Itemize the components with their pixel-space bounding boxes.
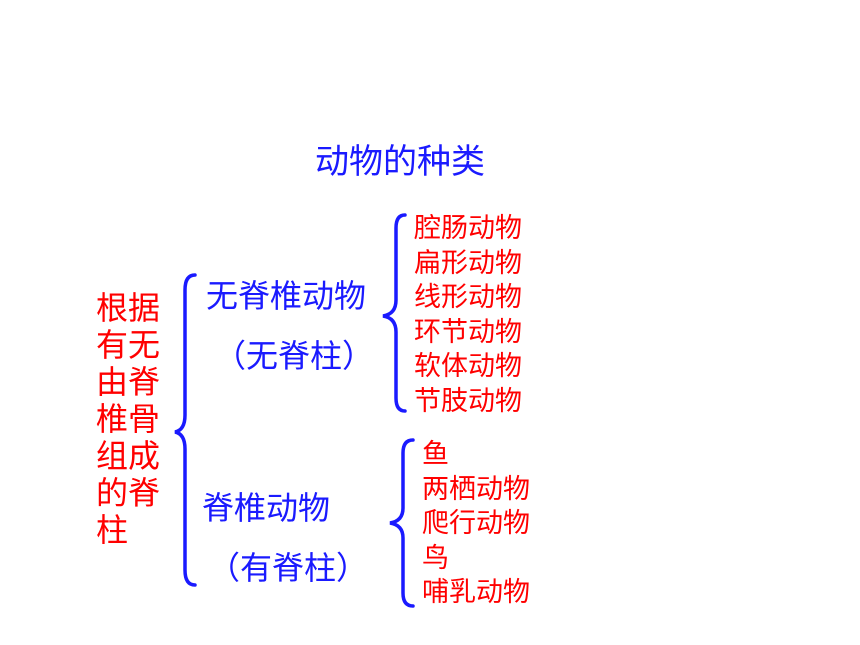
invertebrate-members: 腔肠动物 扁形动物 线形动物 环节动物 软体动物 节肢动物 (414, 212, 522, 419)
list-item: 两栖动物 (422, 473, 530, 505)
list-item: 扁形动物 (414, 247, 522, 279)
group-name-invertebrates: 无脊椎动物 (206, 277, 367, 315)
list-item: 软体动物 (414, 351, 522, 382)
group-note-vertebrates: （有脊柱） (208, 549, 369, 587)
main-brace (174, 273, 197, 587)
list-item: 节肢动物 (414, 385, 522, 417)
list-item: 鸟 (422, 542, 449, 574)
diagram-title: 动物的种类 (315, 142, 485, 182)
list-item: 鱼 (422, 439, 449, 470)
list-item: 腔肠动物 (414, 213, 522, 244)
vertebrate-brace (389, 438, 415, 608)
list-item: 线形动物 (414, 282, 522, 313)
list-item: 爬行动物 (422, 508, 530, 539)
list-item: 哺乳动物 (422, 577, 530, 608)
group-name-vertebrates: 脊椎动物 (202, 489, 331, 527)
invertebrate-brace (382, 213, 407, 413)
list-item: 环节动物 (414, 316, 522, 348)
vertebrate-members: 鱼 两栖动物 爬行动物 鸟 哺乳动物 (422, 438, 530, 611)
group-note-invertebrates: （无脊柱） (214, 337, 375, 375)
classification-criterion: 根据有无由脊椎骨组成的脊柱 (96, 289, 161, 549)
